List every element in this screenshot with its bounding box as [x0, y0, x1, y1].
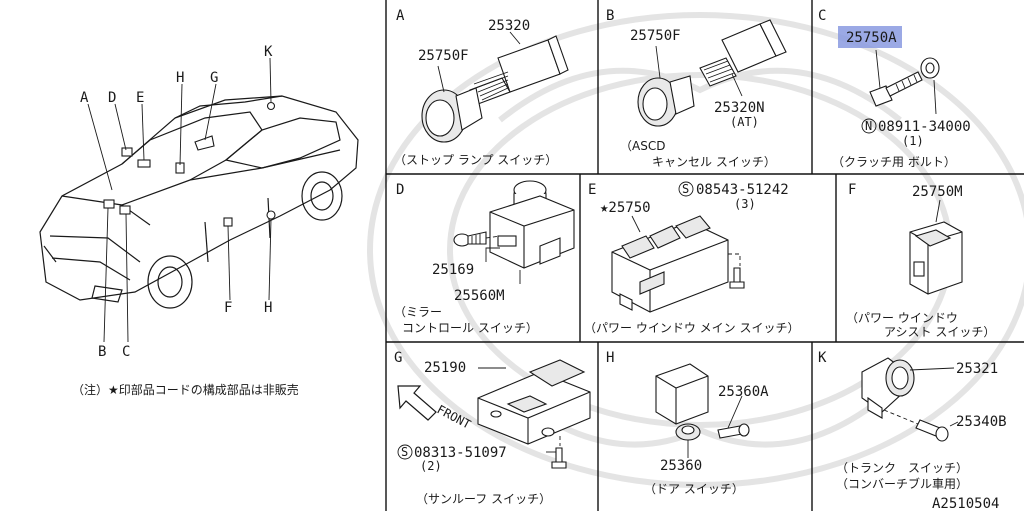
- screw-prefix-circle-e: [678, 181, 694, 197]
- panel-k: K 25321 25340B （トランク スイッチ） （コンバーチブル車用） A…: [818, 350, 1007, 511]
- panel-b-letter: B: [606, 8, 614, 24]
- panel-h: H 25360A 25360 （ドア スイッチ）: [606, 350, 769, 496]
- panel-b: B 25750F 25320N (AT) （ASCD キャンセル スイッチ）: [606, 8, 787, 169]
- part-number-25321: 25321: [956, 361, 998, 377]
- part-note-at: (AT): [730, 115, 759, 129]
- part-number-25750f: 25750F: [418, 48, 469, 64]
- panel-grid: [385, 0, 1024, 511]
- part-number-25320: 25320: [488, 18, 530, 34]
- overview-note: （注）★印部品コードの構成部品は非販売: [72, 382, 299, 397]
- panel-a-caption: （ストップ ランプ スイッチ）: [394, 153, 557, 167]
- part-number-25560m: 25560M: [454, 288, 505, 304]
- part-number-08911-34000: 08911-34000: [878, 119, 971, 135]
- callout-a: A: [80, 90, 89, 106]
- panel-g-letter: G: [394, 350, 402, 366]
- panel-f: F 25750M （パワー ウインドウ アシスト スイッチ）: [846, 182, 995, 339]
- part-number-25190: 25190: [424, 360, 466, 376]
- bolt-prefix: N: [865, 119, 872, 133]
- callout-c: C: [122, 344, 130, 360]
- panel-h-caption: （ドア スイッチ）: [644, 482, 744, 496]
- panel-e-caption: （パワー ウインドウ メイン スイッチ）: [584, 321, 799, 335]
- panel-c-caption: （クラッチ用 ボルト）: [832, 155, 956, 169]
- part-number-25360: 25360: [660, 458, 702, 474]
- part-number-star-25750: ★25750: [600, 200, 651, 216]
- panel-a: A 25320 25750F （ストップ ランプ スイッチ）: [394, 8, 569, 167]
- figure-code: A2510504: [932, 496, 999, 511]
- part-qty-g: (2): [420, 459, 442, 473]
- panel-d-caption-1: （ミラー: [394, 305, 442, 319]
- front-arrow-icon: [397, 385, 437, 421]
- part-number-25750f-b: 25750F: [630, 28, 681, 44]
- panel-c-letter: C: [818, 8, 826, 24]
- panel-k-caption-2: （コンバーチブル車用）: [836, 476, 968, 491]
- callout-g: G: [210, 70, 218, 86]
- screw-prefix-g: S: [401, 445, 408, 459]
- panel-a-letter: A: [396, 8, 405, 24]
- part-number-25750a: 25750A: [846, 30, 897, 46]
- panel-d-letter: D: [396, 182, 404, 198]
- part-number-08543-51242: 08543-51242: [696, 182, 789, 198]
- part-number-highlight: [838, 26, 902, 48]
- callout-e: E: [136, 90, 144, 106]
- panel-f-caption-1: （パワー ウインドウ: [846, 311, 958, 325]
- screw-prefix-circle-g: [397, 444, 413, 460]
- panel-c: C 25750A N 08911-34000 (1) （クラッチ用 ボルト）: [818, 8, 971, 169]
- part-qty-c: (1): [902, 134, 924, 148]
- callout-h-top: H: [176, 70, 184, 86]
- panel-k-caption-1: （トランク スイッチ）: [836, 461, 968, 475]
- car-overview: [39, 57, 359, 343]
- bolt-prefix-circle: [861, 118, 877, 134]
- panel-d: D 25169 25560M （ミラー コントロール スイッチ）: [394, 180, 575, 335]
- part-number-25169: 25169: [432, 262, 474, 278]
- part-number-25750m: 25750M: [912, 184, 963, 200]
- callout-f: F: [224, 300, 232, 316]
- part-number-25320n: 25320N: [714, 100, 765, 116]
- panel-f-caption-2: アシスト スイッチ）: [884, 325, 995, 339]
- panel-k-letter: K: [818, 350, 827, 366]
- part-number-25340b: 25340B: [956, 414, 1007, 430]
- panel-b-caption-2: キャンセル スイッチ）: [652, 155, 776, 169]
- panel-d-caption-2: コントロール スイッチ）: [402, 321, 538, 335]
- panel-g: G 25190 FRONT S 08313-51097 (2) （サンルーフ ス…: [394, 350, 591, 506]
- panel-e: E S 08543-51242 (3) ★25750 （パワー ウインドウ メイ…: [584, 181, 799, 335]
- callout-d: D: [108, 90, 116, 106]
- callout-b: B: [98, 344, 106, 360]
- panel-e-letter: E: [588, 182, 596, 198]
- panel-g-caption: （サンルーフ スイッチ）: [416, 492, 551, 506]
- part-number-08313-51097: 08313-51097: [414, 445, 507, 461]
- panel-f-letter: F: [848, 182, 856, 198]
- panel-h-letter: H: [606, 350, 614, 366]
- callout-h-bottom: H: [264, 300, 272, 316]
- part-qty-e: (3): [734, 197, 756, 211]
- screw-prefix-e: S: [682, 182, 689, 196]
- callout-k: K: [264, 44, 273, 60]
- watermark-emblem: [367, 12, 1024, 488]
- panel-b-caption-1: （ASCD: [620, 139, 665, 153]
- part-number-25360a: 25360A: [718, 384, 769, 400]
